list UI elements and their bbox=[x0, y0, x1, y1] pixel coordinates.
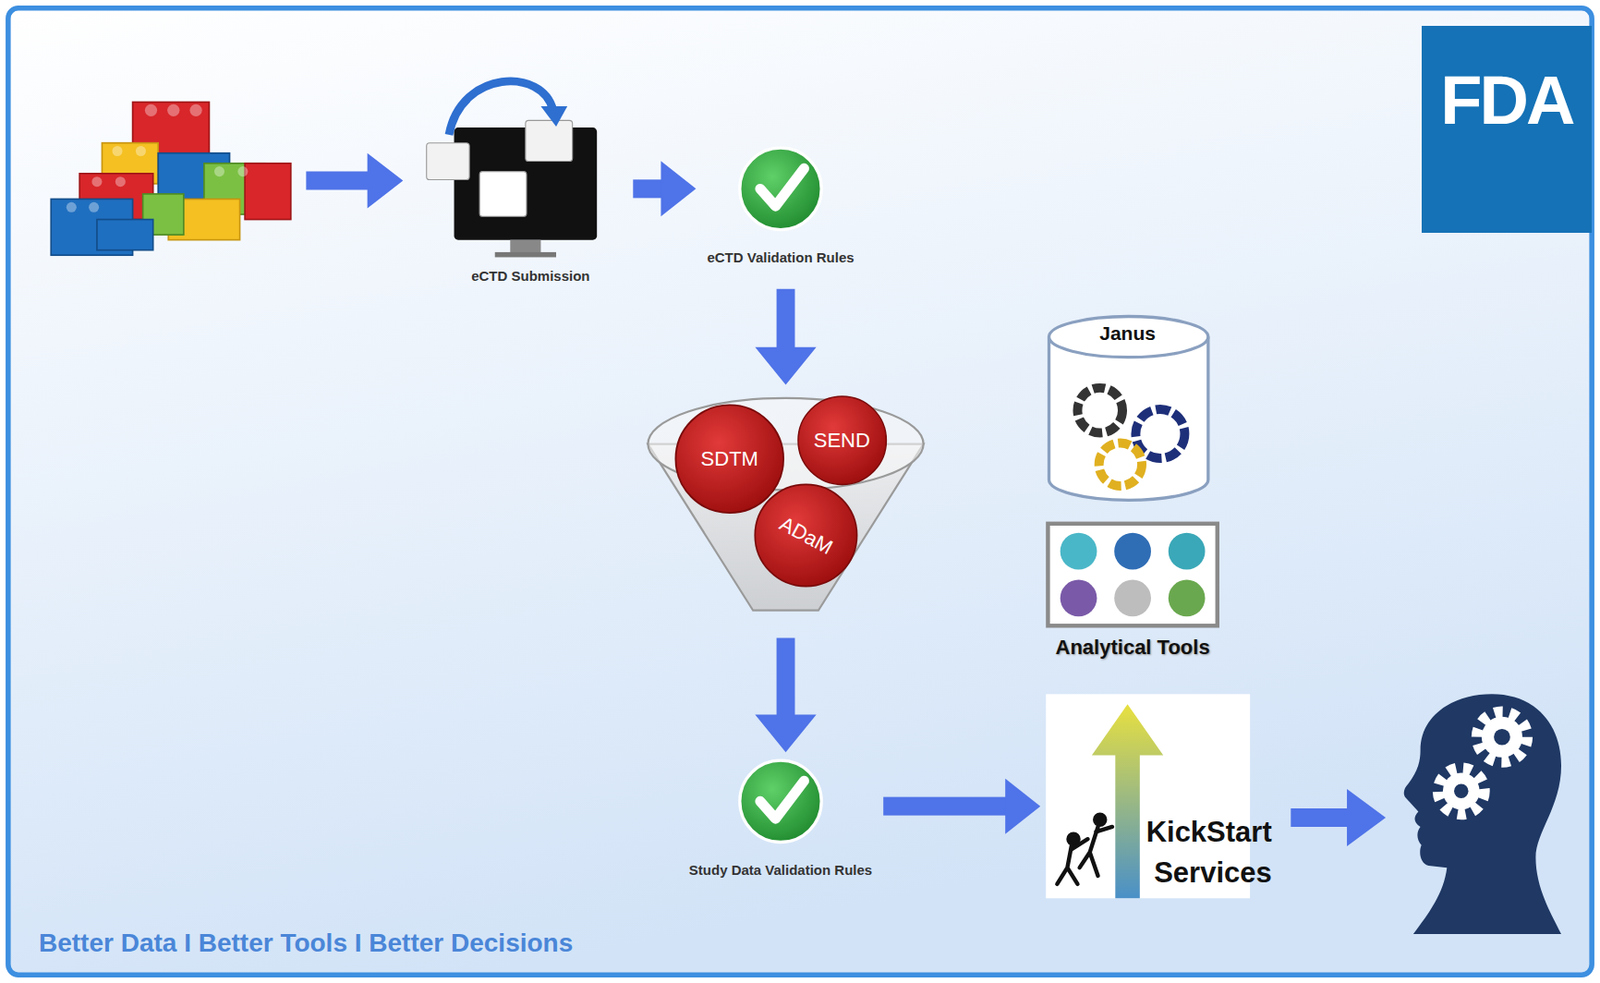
database-cylinder bbox=[1049, 316, 1209, 501]
validation-check: Study Data Validation Rules bbox=[683, 754, 878, 880]
node-label: Analytical Tools bbox=[1055, 635, 1211, 662]
layout-arrows bbox=[305, 153, 1386, 847]
node-label: Janus bbox=[1099, 311, 1156, 345]
node-label: eCTD Submission bbox=[471, 267, 590, 286]
flow-arrow bbox=[883, 778, 1041, 835]
frame bbox=[8, 8, 1592, 975]
node-label: SDTM bbox=[701, 447, 759, 472]
validation-check: eCTD Validation Rules bbox=[701, 143, 860, 268]
database-node: Janus bbox=[1045, 311, 1210, 500]
node-label: SEND bbox=[813, 428, 871, 453]
node-label: Study Data Validation Rules bbox=[689, 861, 873, 880]
tool-icons bbox=[1047, 523, 1217, 626]
standard-ball: SDTM bbox=[673, 402, 787, 516]
flow-arrow bbox=[632, 160, 696, 217]
submission-icon: eCTD Submission bbox=[433, 76, 628, 286]
tagline: Better Data I Better Tools I Better Deci… bbox=[38, 928, 573, 958]
services-box: KickStart Services bbox=[1045, 693, 1276, 898]
standard-ball: SEND bbox=[796, 394, 888, 486]
head-silhouette bbox=[1404, 693, 1562, 934]
lego-bricks bbox=[50, 101, 291, 255]
standard-ball: ADaM bbox=[752, 482, 860, 589]
tools-node: Analytical Tools bbox=[1032, 518, 1234, 662]
computer-icon bbox=[426, 81, 597, 257]
node-label: FDA bbox=[1440, 25, 1573, 140]
node-label: eCTD Validation Rules bbox=[706, 249, 854, 267]
logo-box: FDA bbox=[1421, 25, 1592, 233]
node-label: KickStart Services bbox=[1133, 812, 1276, 898]
